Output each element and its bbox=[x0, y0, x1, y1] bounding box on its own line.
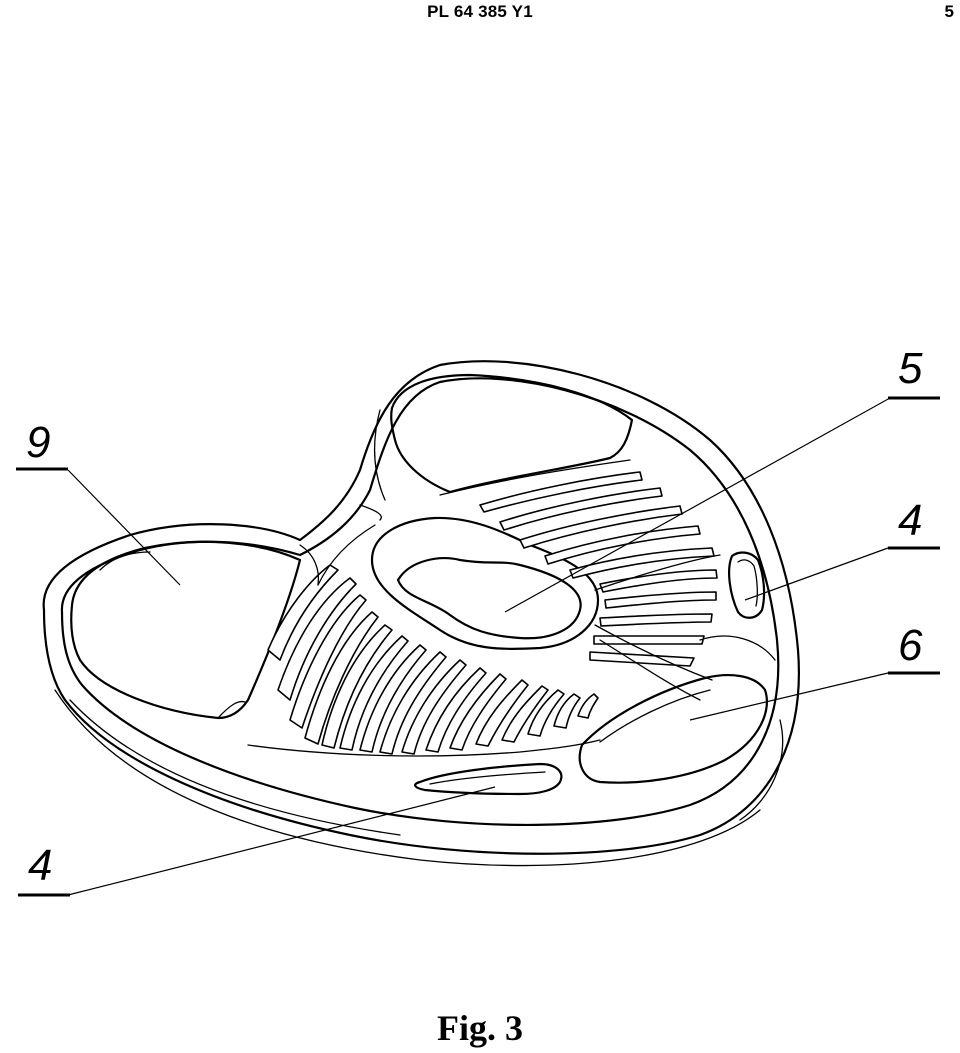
front-ribs bbox=[267, 564, 599, 755]
right-slot bbox=[728, 551, 766, 619]
ref-label-4-bottom: 4 bbox=[28, 841, 52, 890]
leader-5 bbox=[504, 397, 891, 613]
leader-4-right bbox=[744, 547, 889, 601]
reference-numerals: 9 5 4 6 4 bbox=[26, 344, 923, 890]
ref-label-9: 9 bbox=[26, 418, 50, 467]
left-compartment bbox=[70, 540, 302, 720]
leader-9 bbox=[67, 469, 181, 586]
page-number: 5 bbox=[944, 2, 954, 21]
figure-caption: Fig. 3 bbox=[437, 1008, 523, 1048]
bottom-slot bbox=[414, 762, 563, 796]
label-underlines bbox=[16, 396, 940, 897]
right-ribs bbox=[479, 471, 718, 667]
back-compartment bbox=[359, 373, 634, 521]
leader-lines bbox=[67, 397, 891, 896]
ref-label-4-right: 4 bbox=[898, 496, 922, 545]
leader-6 bbox=[689, 672, 889, 721]
leader-4-bottom bbox=[67, 786, 496, 896]
ref-label-5: 5 bbox=[898, 344, 923, 393]
publication-number: PL 64 385 Y1 bbox=[427, 2, 533, 21]
ref-label-6: 6 bbox=[898, 621, 923, 670]
tray-outline bbox=[42, 360, 800, 867]
right-pocket bbox=[578, 635, 776, 784]
divider-walls bbox=[247, 459, 721, 757]
central-recess bbox=[370, 516, 600, 650]
